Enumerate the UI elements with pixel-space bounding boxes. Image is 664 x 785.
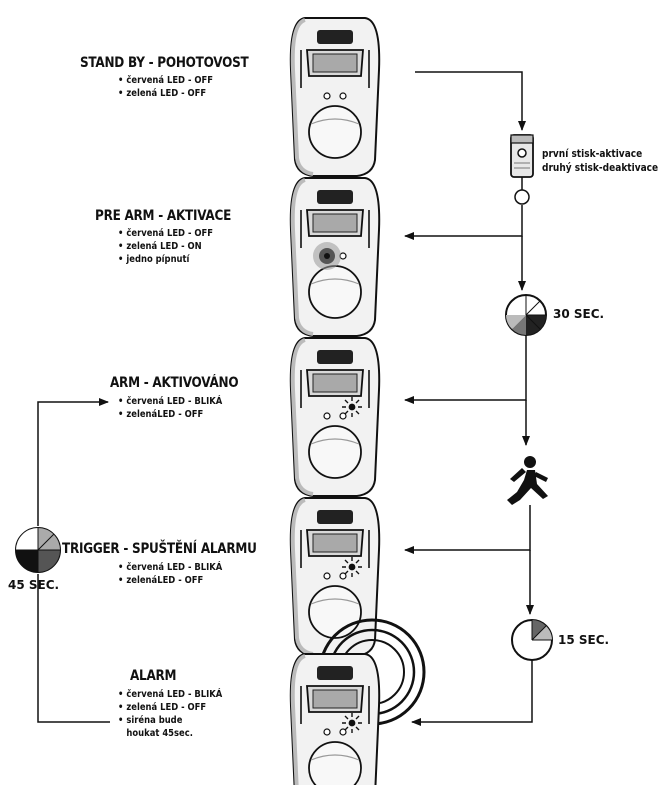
remote-second-press: druhý stisk-deaktivace xyxy=(542,161,659,174)
flow-arrows xyxy=(37,71,534,726)
remote-control-icon xyxy=(510,134,534,205)
state-detail-line: siréna bude xyxy=(118,714,222,727)
state-detail-line: zelenáLED - OFF xyxy=(118,408,222,421)
timer-30-icon xyxy=(505,294,547,336)
walking-person-icon xyxy=(507,456,548,505)
state-details-arm: červená LED - BLIKÁ zelenáLED - OFF xyxy=(118,395,222,421)
state-title-alarm: ALARM xyxy=(130,668,177,684)
state-details-prearm: červená LED - OFF zelená LED - ON jedno … xyxy=(118,227,213,266)
state-detail-line: jedno pípnutí xyxy=(118,253,213,266)
state-detail-line: červená LED - OFF xyxy=(118,227,213,240)
timer-30-label: 30 SEC. xyxy=(553,307,605,321)
state-detail-line: zelená LED - OFF xyxy=(118,701,222,714)
state-details-trigger: červená LED - BLIKÁ zelenáLED - OFF xyxy=(118,561,222,587)
timer-15-icon xyxy=(511,619,553,661)
timer-45-icon xyxy=(15,527,61,573)
red-led-blink-icon xyxy=(341,556,363,578)
state-detail-line: červená LED - BLIKÁ xyxy=(118,561,222,574)
state-title-trigger: TRIGGER - SPUŠTĚNÍ ALARMU xyxy=(62,541,257,557)
state-detail-line: zelená LED - OFF xyxy=(118,87,213,100)
green-led-glow xyxy=(313,242,341,270)
state-detail-line: houkat 45sec. xyxy=(126,728,193,739)
red-led-blink-icon xyxy=(341,712,363,734)
state-title-prearm: PRE ARM - AKTIVACE xyxy=(95,208,232,224)
state-details-alarm: červená LED - BLIKÁ zelená LED - OFF sir… xyxy=(118,688,222,740)
sensor-device-icon xyxy=(288,336,382,498)
state-detail-line: červená LED - BLIKÁ xyxy=(118,688,222,701)
sensor-device-icon xyxy=(288,16,382,178)
red-led-blink-icon xyxy=(341,396,363,418)
state-title-arm: ARM - AKTIVOVÁNO xyxy=(110,375,239,391)
state-detail-line: červená LED - BLIKÁ xyxy=(118,395,222,408)
sensor-device-icon xyxy=(288,652,382,785)
remote-instructions: první stisk-aktivace druhý stisk-deaktiv… xyxy=(542,147,658,175)
sensor-device-icon xyxy=(288,496,382,658)
state-title-standby: STAND BY - POHOTOVOST xyxy=(80,55,249,71)
timer-45-label: 45 SEC. xyxy=(8,578,60,592)
state-detail-line: zelenáLED - OFF xyxy=(118,574,222,587)
timer-15-label: 15 SEC. xyxy=(558,633,610,647)
state-detail-line: červená LED - OFF xyxy=(118,74,213,87)
state-detail-line: zelená LED - ON xyxy=(118,240,213,253)
state-details-standby: červená LED - OFF zelená LED - OFF xyxy=(118,74,213,100)
remote-first-press: první stisk-aktivace xyxy=(542,147,643,160)
